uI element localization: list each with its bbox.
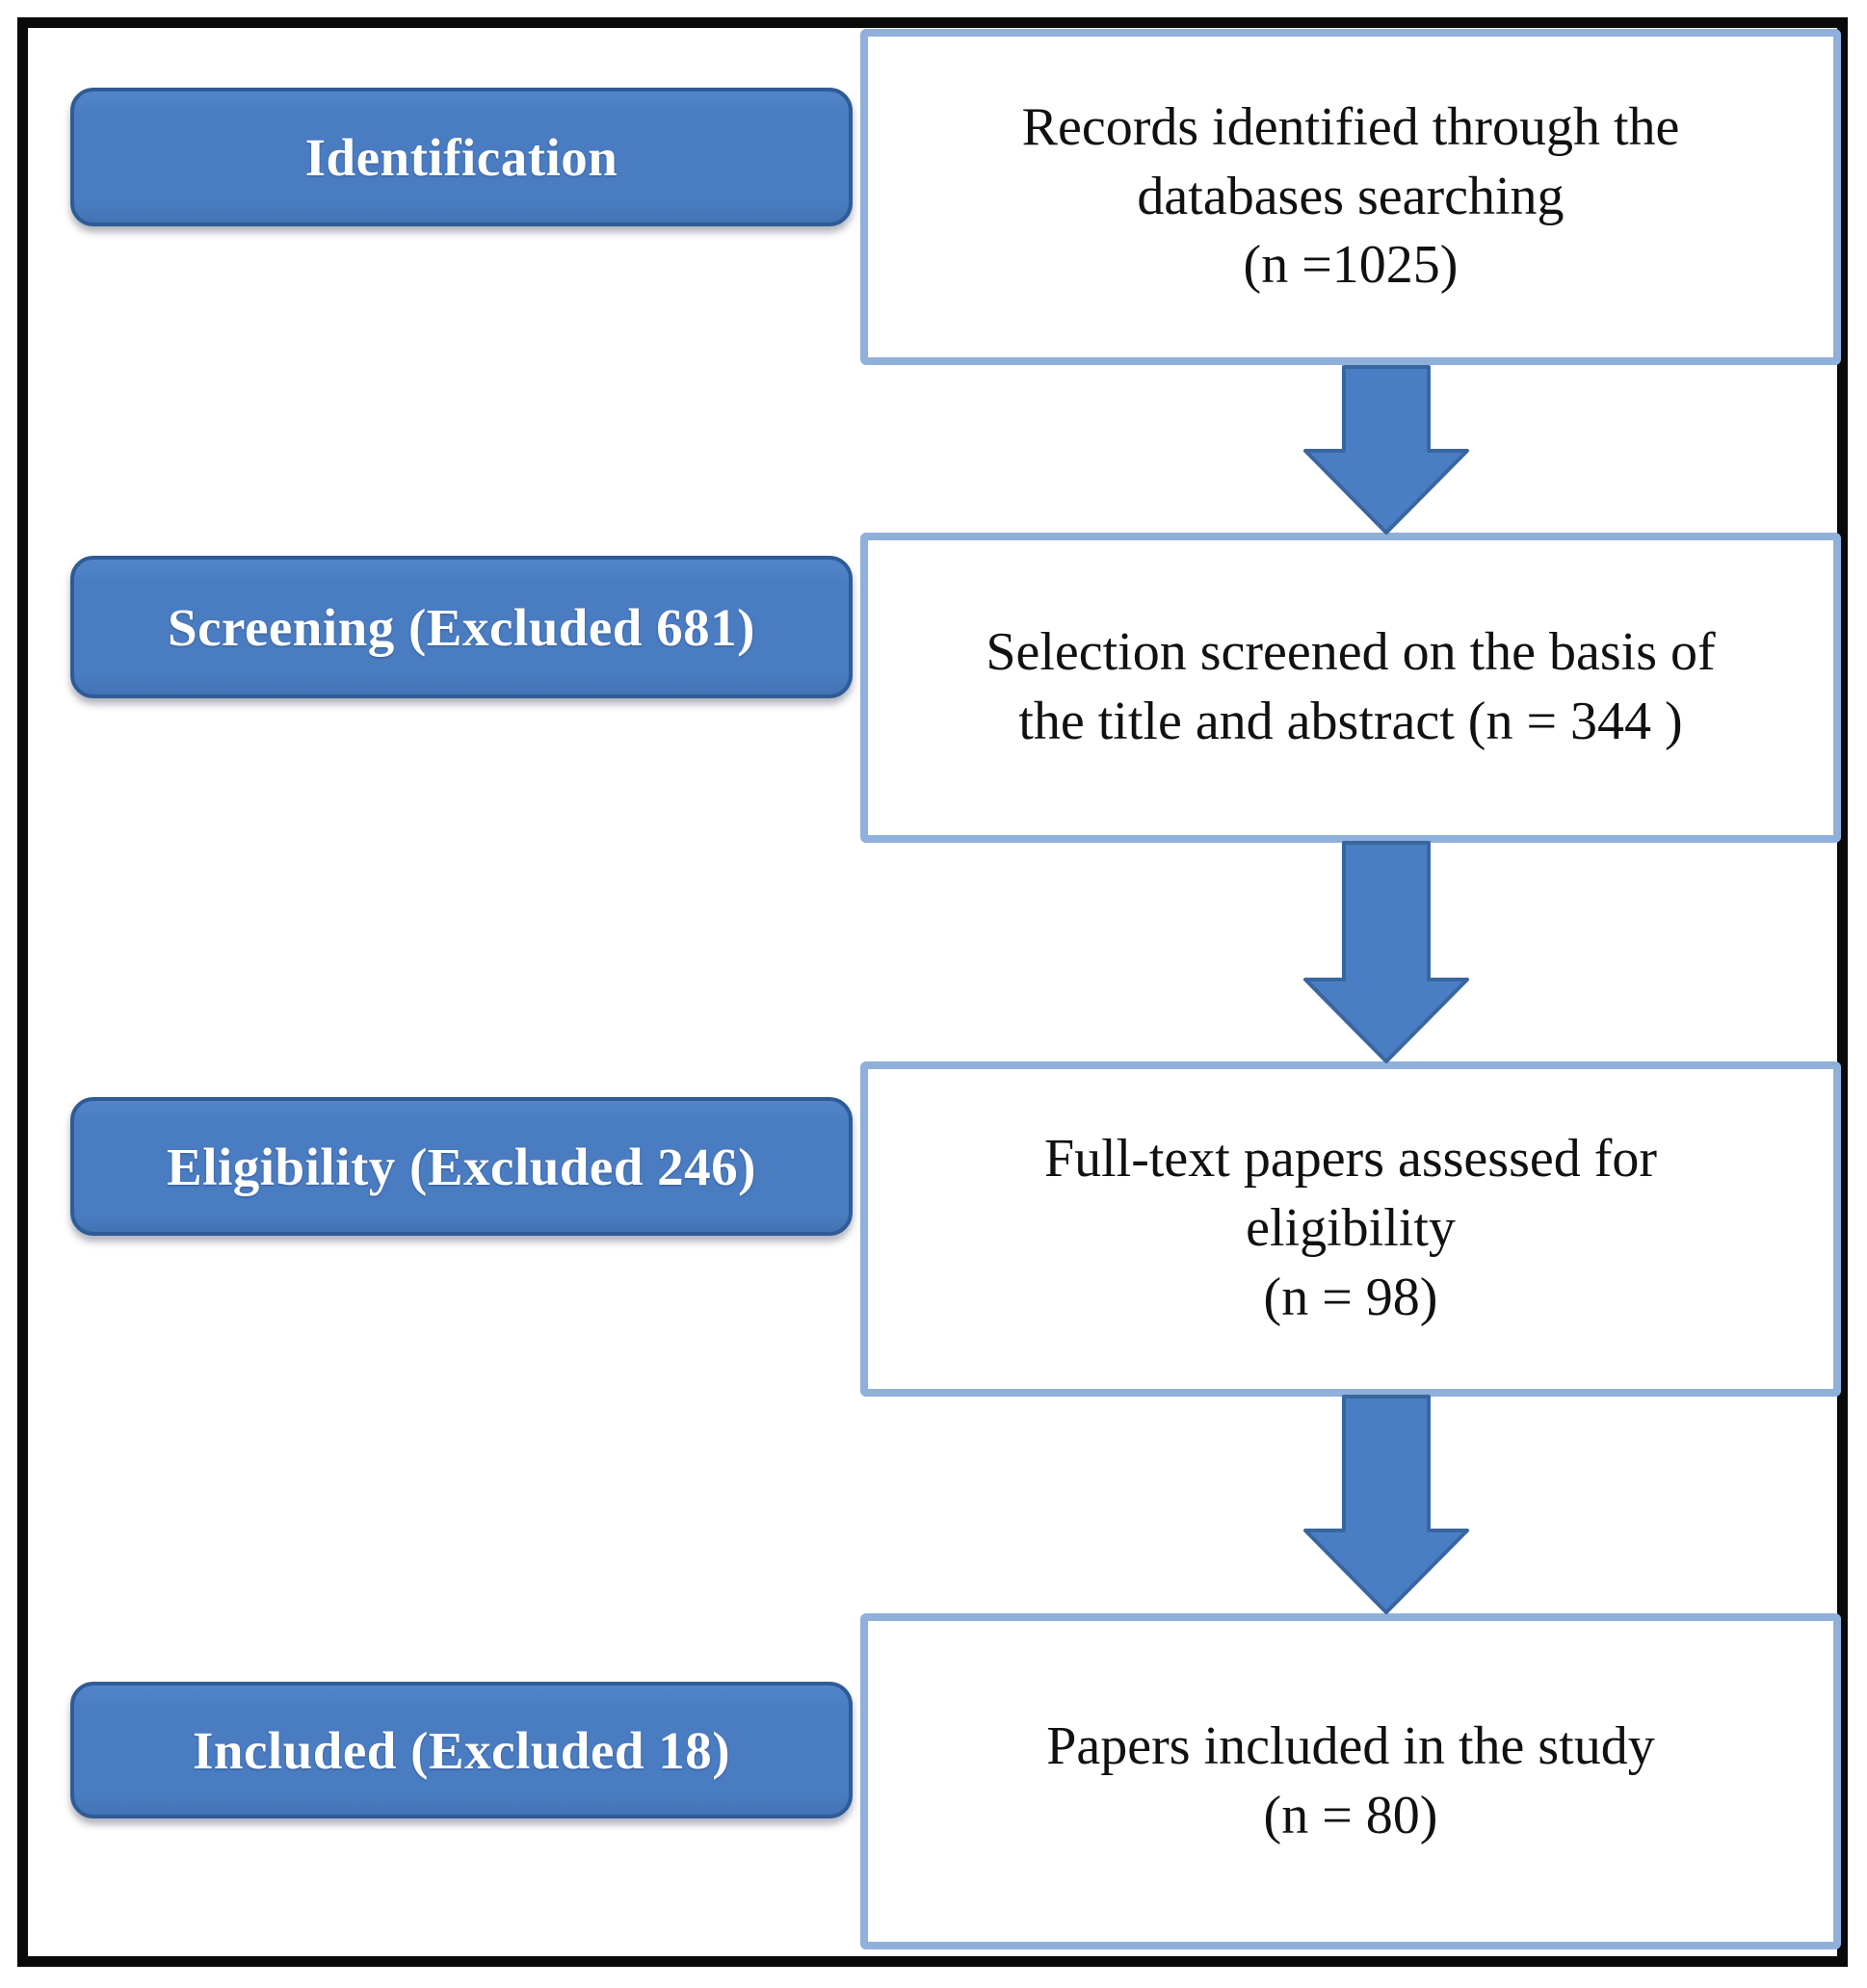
stage-label-eligibility: Eligibility (Excluded 246) (167, 1137, 756, 1196)
record-box-papers-included: Papers included in the study (n = 80) (860, 1613, 1841, 1949)
record-text-selection-screened: Selection screened on the basis of the t… (986, 622, 1716, 751)
stage-box-screening: Screening (Excluded 681) (70, 556, 853, 698)
figure-frame: Identification Screening (Excluded 681) … (17, 17, 1848, 1967)
record-text-fulltext-assessed: Full-text papers assessed for eligibilit… (1043, 1129, 1658, 1327)
record-box-fulltext-assessed: Full-text papers assessed for eligibilit… (860, 1061, 1841, 1397)
stage-box-included: Included (Excluded 18) (70, 1682, 853, 1818)
record-text-records-identified: Records identified through the databases… (1021, 96, 1680, 296)
stage-box-identification: Identification (70, 88, 853, 226)
record-box-selection-screened: Selection screened on the basis of the t… (860, 533, 1841, 843)
stage-label-included: Included (Excluded 18) (192, 1720, 731, 1780)
stage-box-eligibility: Eligibility (Excluded 246) (70, 1097, 853, 1236)
stage-label-screening: Screening (Excluded 681) (168, 597, 755, 657)
stage-label-identification: Identification (304, 127, 618, 187)
down-arrow-icon (1303, 365, 1469, 535)
record-text-papers-included: Papers included in the study (n = 80) (1046, 1715, 1655, 1845)
down-arrow-icon (1303, 1395, 1469, 1614)
down-arrow-icon (1303, 841, 1469, 1063)
record-box-records-identified: Records identified through the databases… (860, 29, 1841, 365)
